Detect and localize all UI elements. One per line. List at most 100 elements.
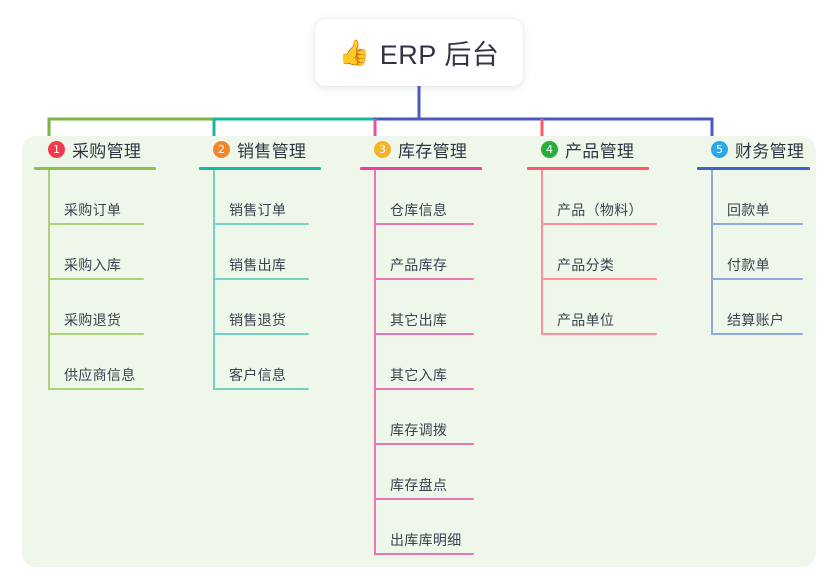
branch-item[interactable]: 采购退货 <box>48 280 184 335</box>
branch-item-label: 仓库信息 <box>390 202 448 218</box>
branch-item-underline <box>374 498 474 500</box>
branch-item-underline <box>374 278 474 280</box>
branch-underline <box>697 167 810 170</box>
branch-item-underline <box>374 223 474 225</box>
branch-underline <box>34 167 156 170</box>
branch-item-underline <box>213 333 309 335</box>
branch-item-list: 产品（物料） 产品分类产品单位 <box>527 170 687 335</box>
branch-item[interactable]: 付款单 <box>711 225 827 280</box>
branch-item-label: 销售出库 <box>229 257 287 273</box>
branch-item[interactable]: 结算账户 <box>711 280 827 335</box>
thumbs-up-icon: 👍 <box>338 39 370 67</box>
branch-item-label: 产品分类 <box>557 257 615 273</box>
branch-item[interactable]: 销售出库 <box>213 225 349 280</box>
branch-item-label: 供应商信息 <box>64 367 136 383</box>
branch-title: 财务管理 <box>735 141 805 161</box>
branch-item[interactable]: 产品分类 <box>541 225 687 280</box>
branch-item[interactable]: 库存调拨 <box>374 390 510 445</box>
branch-spine <box>374 170 376 555</box>
branch-item-label: 其它入库 <box>390 367 448 383</box>
branch-header-4[interactable]: 4 产品管理 <box>527 136 687 162</box>
branch-underline <box>199 167 321 170</box>
root-node[interactable]: 👍 ERP 后台 <box>315 19 523 86</box>
branch-item-underline <box>48 388 144 390</box>
branch-item-underline <box>374 443 474 445</box>
branch-item[interactable]: 客户信息 <box>213 335 349 390</box>
branch-item-list: 仓库信息产品库存其它出库其它入库库存调拨库存盘点出库库明细 <box>360 170 510 555</box>
branch-spine <box>541 170 543 335</box>
branch-column-3: 3 库存管理仓库信息产品库存其它出库其它入库库存调拨库存盘点出库库明细 <box>360 136 510 555</box>
branch-item[interactable]: 采购订单 <box>48 170 184 225</box>
branch-item-label: 回款单 <box>727 202 770 218</box>
branch-item-label: 库存调拨 <box>390 422 448 438</box>
branch-item-underline <box>48 223 144 225</box>
branch-item-label: 采购退货 <box>64 312 122 328</box>
branch-item[interactable]: 供应商信息 <box>48 335 184 390</box>
branch-item[interactable]: 回款单 <box>711 170 827 225</box>
branch-number-badge: 3 <box>374 140 391 158</box>
branch-item-label: 付款单 <box>727 257 770 273</box>
branch-title: 库存管理 <box>398 141 468 161</box>
branch-item-underline <box>541 333 657 335</box>
branch-item[interactable]: 其它入库 <box>374 335 510 390</box>
branch-title: 产品管理 <box>565 141 635 161</box>
branch-item-underline <box>711 278 803 280</box>
branch-item[interactable]: 产品（物料） <box>541 170 687 225</box>
branch-item-label: 产品单位 <box>557 312 615 328</box>
branch-column-1: 1 采购管理采购订单采购入库采购退货供应商信息 <box>34 136 184 390</box>
branch-item-list: 采购订单采购入库采购退货供应商信息 <box>34 170 184 390</box>
branch-item-label: 采购订单 <box>64 202 122 218</box>
branch-header-1[interactable]: 1 采购管理 <box>34 136 184 162</box>
branch-item-underline <box>374 388 474 390</box>
branch-item-underline <box>213 278 309 280</box>
branch-item[interactable]: 其它出库 <box>374 280 510 335</box>
branch-item[interactable]: 库存盘点 <box>374 445 510 500</box>
branch-item-list: 回款单付款单结算账户 <box>697 170 827 335</box>
branch-item-underline <box>374 333 474 335</box>
branch-item-list: 销售订单销售出库销售退货客户信息 <box>199 170 349 390</box>
branch-item-label: 结算账户 <box>727 312 785 328</box>
branch-item-label: 销售退货 <box>229 312 287 328</box>
branch-number-badge: 1 <box>48 140 65 158</box>
branch-spine <box>711 170 713 335</box>
branch-underline <box>527 167 649 170</box>
branch-item-underline <box>541 223 657 225</box>
branch-item-underline <box>711 223 803 225</box>
branch-header-3[interactable]: 3 库存管理 <box>360 136 510 162</box>
branch-column-4: 4 产品管理产品（物料） 产品分类产品单位 <box>527 136 687 335</box>
branch-item[interactable]: 采购入库 <box>48 225 184 280</box>
branch-item-underline <box>48 278 144 280</box>
branch-item[interactable]: 出库库明细 <box>374 500 510 555</box>
branch-item[interactable]: 销售退货 <box>213 280 349 335</box>
branch-item-label: 出库库明细 <box>390 532 462 548</box>
branch-item-underline <box>213 388 309 390</box>
branch-item-label: 采购入库 <box>64 257 122 273</box>
branch-item[interactable]: 销售订单 <box>213 170 349 225</box>
branch-item-underline <box>541 278 657 280</box>
branch-underline <box>360 167 482 170</box>
branch-title: 采购管理 <box>72 141 142 161</box>
branch-item[interactable]: 产品库存 <box>374 225 510 280</box>
branch-item-label: 产品（物料） <box>557 202 643 218</box>
branch-item-underline <box>374 553 474 555</box>
branch-item-label: 库存盘点 <box>390 477 448 493</box>
branch-item[interactable]: 产品单位 <box>541 280 687 335</box>
branch-spine <box>213 170 215 390</box>
branch-item-underline <box>213 223 309 225</box>
branch-item-label: 客户信息 <box>229 367 287 383</box>
branch-item[interactable]: 仓库信息 <box>374 170 510 225</box>
branch-item-label: 销售订单 <box>229 202 287 218</box>
branch-item-label: 产品库存 <box>390 257 448 273</box>
branch-number-badge: 4 <box>541 140 558 158</box>
branch-item-underline <box>711 333 803 335</box>
branch-item-label: 其它出库 <box>390 312 448 328</box>
branch-item-underline <box>48 333 144 335</box>
branch-number-badge: 2 <box>213 140 230 158</box>
branch-spine <box>48 170 50 390</box>
root-title: ERP 后台 <box>379 40 500 70</box>
